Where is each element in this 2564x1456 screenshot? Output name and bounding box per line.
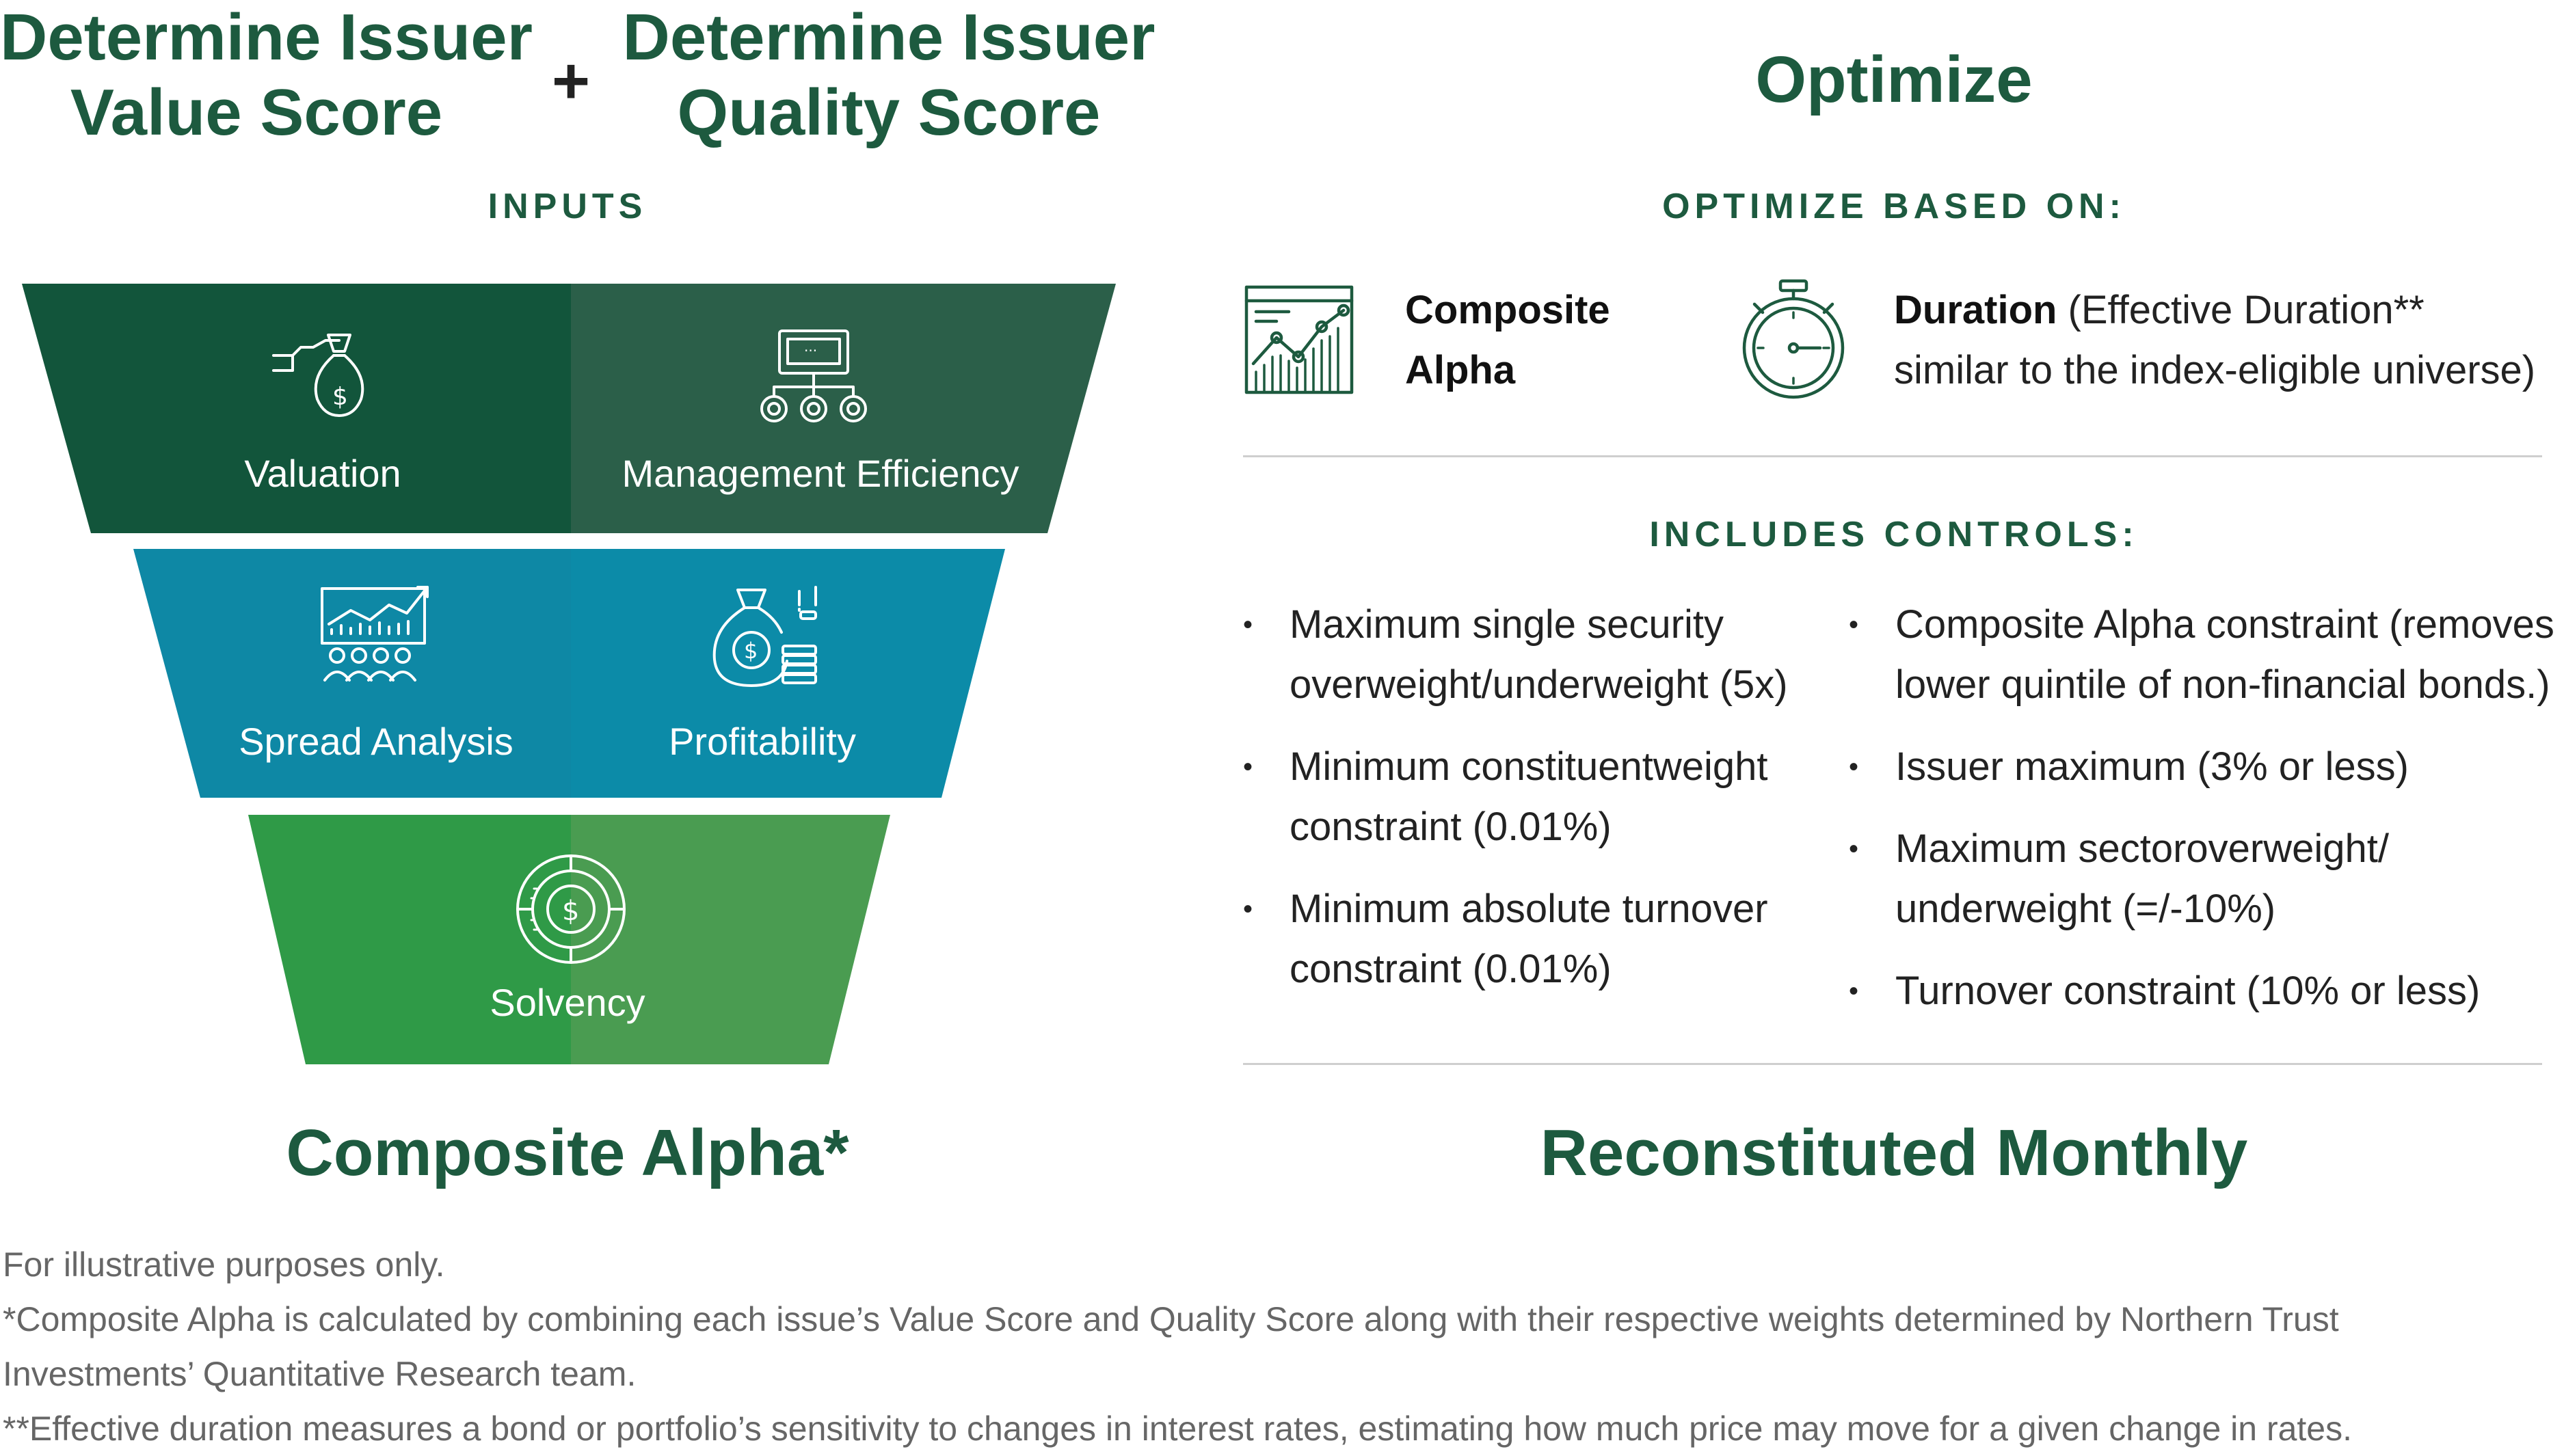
- control-item-line1: Minimum absolute turnover: [1290, 887, 1768, 931]
- control-item-line1: Minimum constituentweight: [1290, 744, 1768, 789]
- optimize-divider-bottom: [1243, 1063, 2542, 1065]
- optimize-title: Optimize: [1755, 43, 2033, 116]
- control-item-line2: overweight/underweight (5x): [1290, 662, 1788, 707]
- control-item-max-sector-overweight: Maximum sectoroverweight/ underweight (=…: [1849, 819, 2560, 939]
- plus-sign: +: [551, 44, 591, 118]
- svg-text:$: $: [562, 895, 579, 927]
- optimize-based-on-label: OPTIMIZE BASED ON:: [1662, 187, 2126, 226]
- duration-line1-rest: (Effective Duration**: [2057, 288, 2425, 332]
- footnote-composite-alpha-cont: Investments’ Quantitative Research team.: [3, 1355, 637, 1393]
- reconstituted-monthly-title: Reconstituted Monthly: [1540, 1116, 2248, 1189]
- inputs-funnel: $ ··· $: [22, 284, 1116, 1064]
- computer-network-icon: ···: [760, 329, 867, 422]
- controls-list-right: Composite Alpha constraint (removes lowe…: [1849, 595, 2560, 1043]
- control-item-line2: constraint (0.01%): [1290, 805, 1612, 849]
- control-item-line2: lower quintile of non-financial bonds.): [1895, 662, 2550, 707]
- composite-alpha-line2: Alpha: [1405, 348, 1516, 392]
- composite-alpha-label: Composite Alpha: [1405, 280, 1610, 401]
- duration-bold: Duration: [1894, 288, 2057, 332]
- control-item-line1: Composite Alpha constraint (removes: [1895, 602, 2554, 647]
- control-item-line2: constraint (0.01%): [1290, 947, 1612, 991]
- value-score-title-line2: Value Score: [70, 76, 443, 150]
- control-item-line2: underweight (=/-10%): [1895, 887, 2276, 931]
- includes-controls-label: INCLUDES CONTROLS:: [1649, 515, 2139, 554]
- tier-label-valuation: Valuation: [244, 452, 401, 495]
- control-item-issuer-maximum: Issuer maximum (3% or less): [1849, 737, 2560, 797]
- money-bag-coins-icon: $: [712, 586, 817, 687]
- funnel-tier-3-right: [571, 815, 890, 1064]
- inputs-label: INPUTS: [488, 187, 647, 226]
- value-score-title: Determine Issuer Value Score: [0, 0, 533, 151]
- control-item-turnover-constraint: Turnover constraint (10% or less): [1849, 961, 2560, 1021]
- quality-score-title-line2: Quality Score: [677, 76, 1101, 150]
- control-item-line1: Issuer maximum (3% or less): [1895, 744, 2409, 789]
- tier-label-spread-analysis: Spread Analysis: [239, 720, 513, 763]
- control-item-min-absolute-turnover: Minimum absolute turnover constraint (0.…: [1243, 879, 1831, 999]
- stopwatch-icon: [1742, 279, 1845, 399]
- duration-label: Duration (Effective Duration** similar t…: [1894, 280, 2535, 401]
- svg-text:···: ···: [804, 342, 817, 359]
- money-bag-hand-icon: $: [272, 334, 364, 417]
- control-item-max-single-security: Maximum single security overweight/under…: [1243, 595, 1831, 715]
- value-score-title-line1: Determine Issuer: [0, 1, 533, 74]
- footnotes: For illustrative purposes only. *Composi…: [3, 1237, 2533, 1456]
- tier-label-management-efficiency: Management Efficiency: [622, 452, 1019, 495]
- funnel-tier-3-left: [248, 815, 571, 1064]
- footnote-illustrative: For illustrative purposes only.: [3, 1245, 445, 1284]
- control-item-line1: Maximum sectoroverweight/: [1895, 826, 2389, 871]
- optimize-divider-top: [1243, 455, 2542, 457]
- composite-alpha-line1: Composite: [1405, 288, 1610, 332]
- controls-list-left: Maximum single security overweight/under…: [1243, 595, 1831, 1021]
- composite-alpha-title: Composite Alpha*: [286, 1116, 849, 1189]
- chart-audience-icon: [321, 586, 429, 682]
- duration-line2: similar to the index-eligible universe): [1894, 348, 2536, 392]
- svg-text:$: $: [332, 383, 348, 411]
- tier-label-solvency: Solvency: [490, 981, 645, 1024]
- funnel-tier-1-right: [571, 284, 1116, 533]
- control-item-min-constituent-weight: Minimum constituentweight constraint (0.…: [1243, 737, 1831, 857]
- control-item-line1: Maximum single security: [1290, 602, 1724, 647]
- control-item-composite-alpha-constraint: Composite Alpha constraint (removes lowe…: [1849, 595, 2560, 715]
- quality-score-title: Determine Issuer Quality Score: [622, 0, 1156, 151]
- svg-text:$: $: [744, 638, 758, 664]
- footnote-composite-alpha: *Composite Alpha is calculated by combin…: [3, 1300, 2339, 1338]
- funnel-tier-1-left: [22, 284, 571, 533]
- footnote-effective-duration: **Effective duration measures a bond or …: [3, 1410, 2353, 1448]
- quality-score-title-line1: Determine Issuer: [622, 1, 1156, 74]
- line-chart-icon: [1244, 285, 1354, 394]
- control-item-line1: Turnover constraint (10% or less): [1895, 969, 2481, 1013]
- dollar-dial-icon: $: [516, 854, 626, 964]
- tier-label-profitability: Profitability: [669, 720, 856, 763]
